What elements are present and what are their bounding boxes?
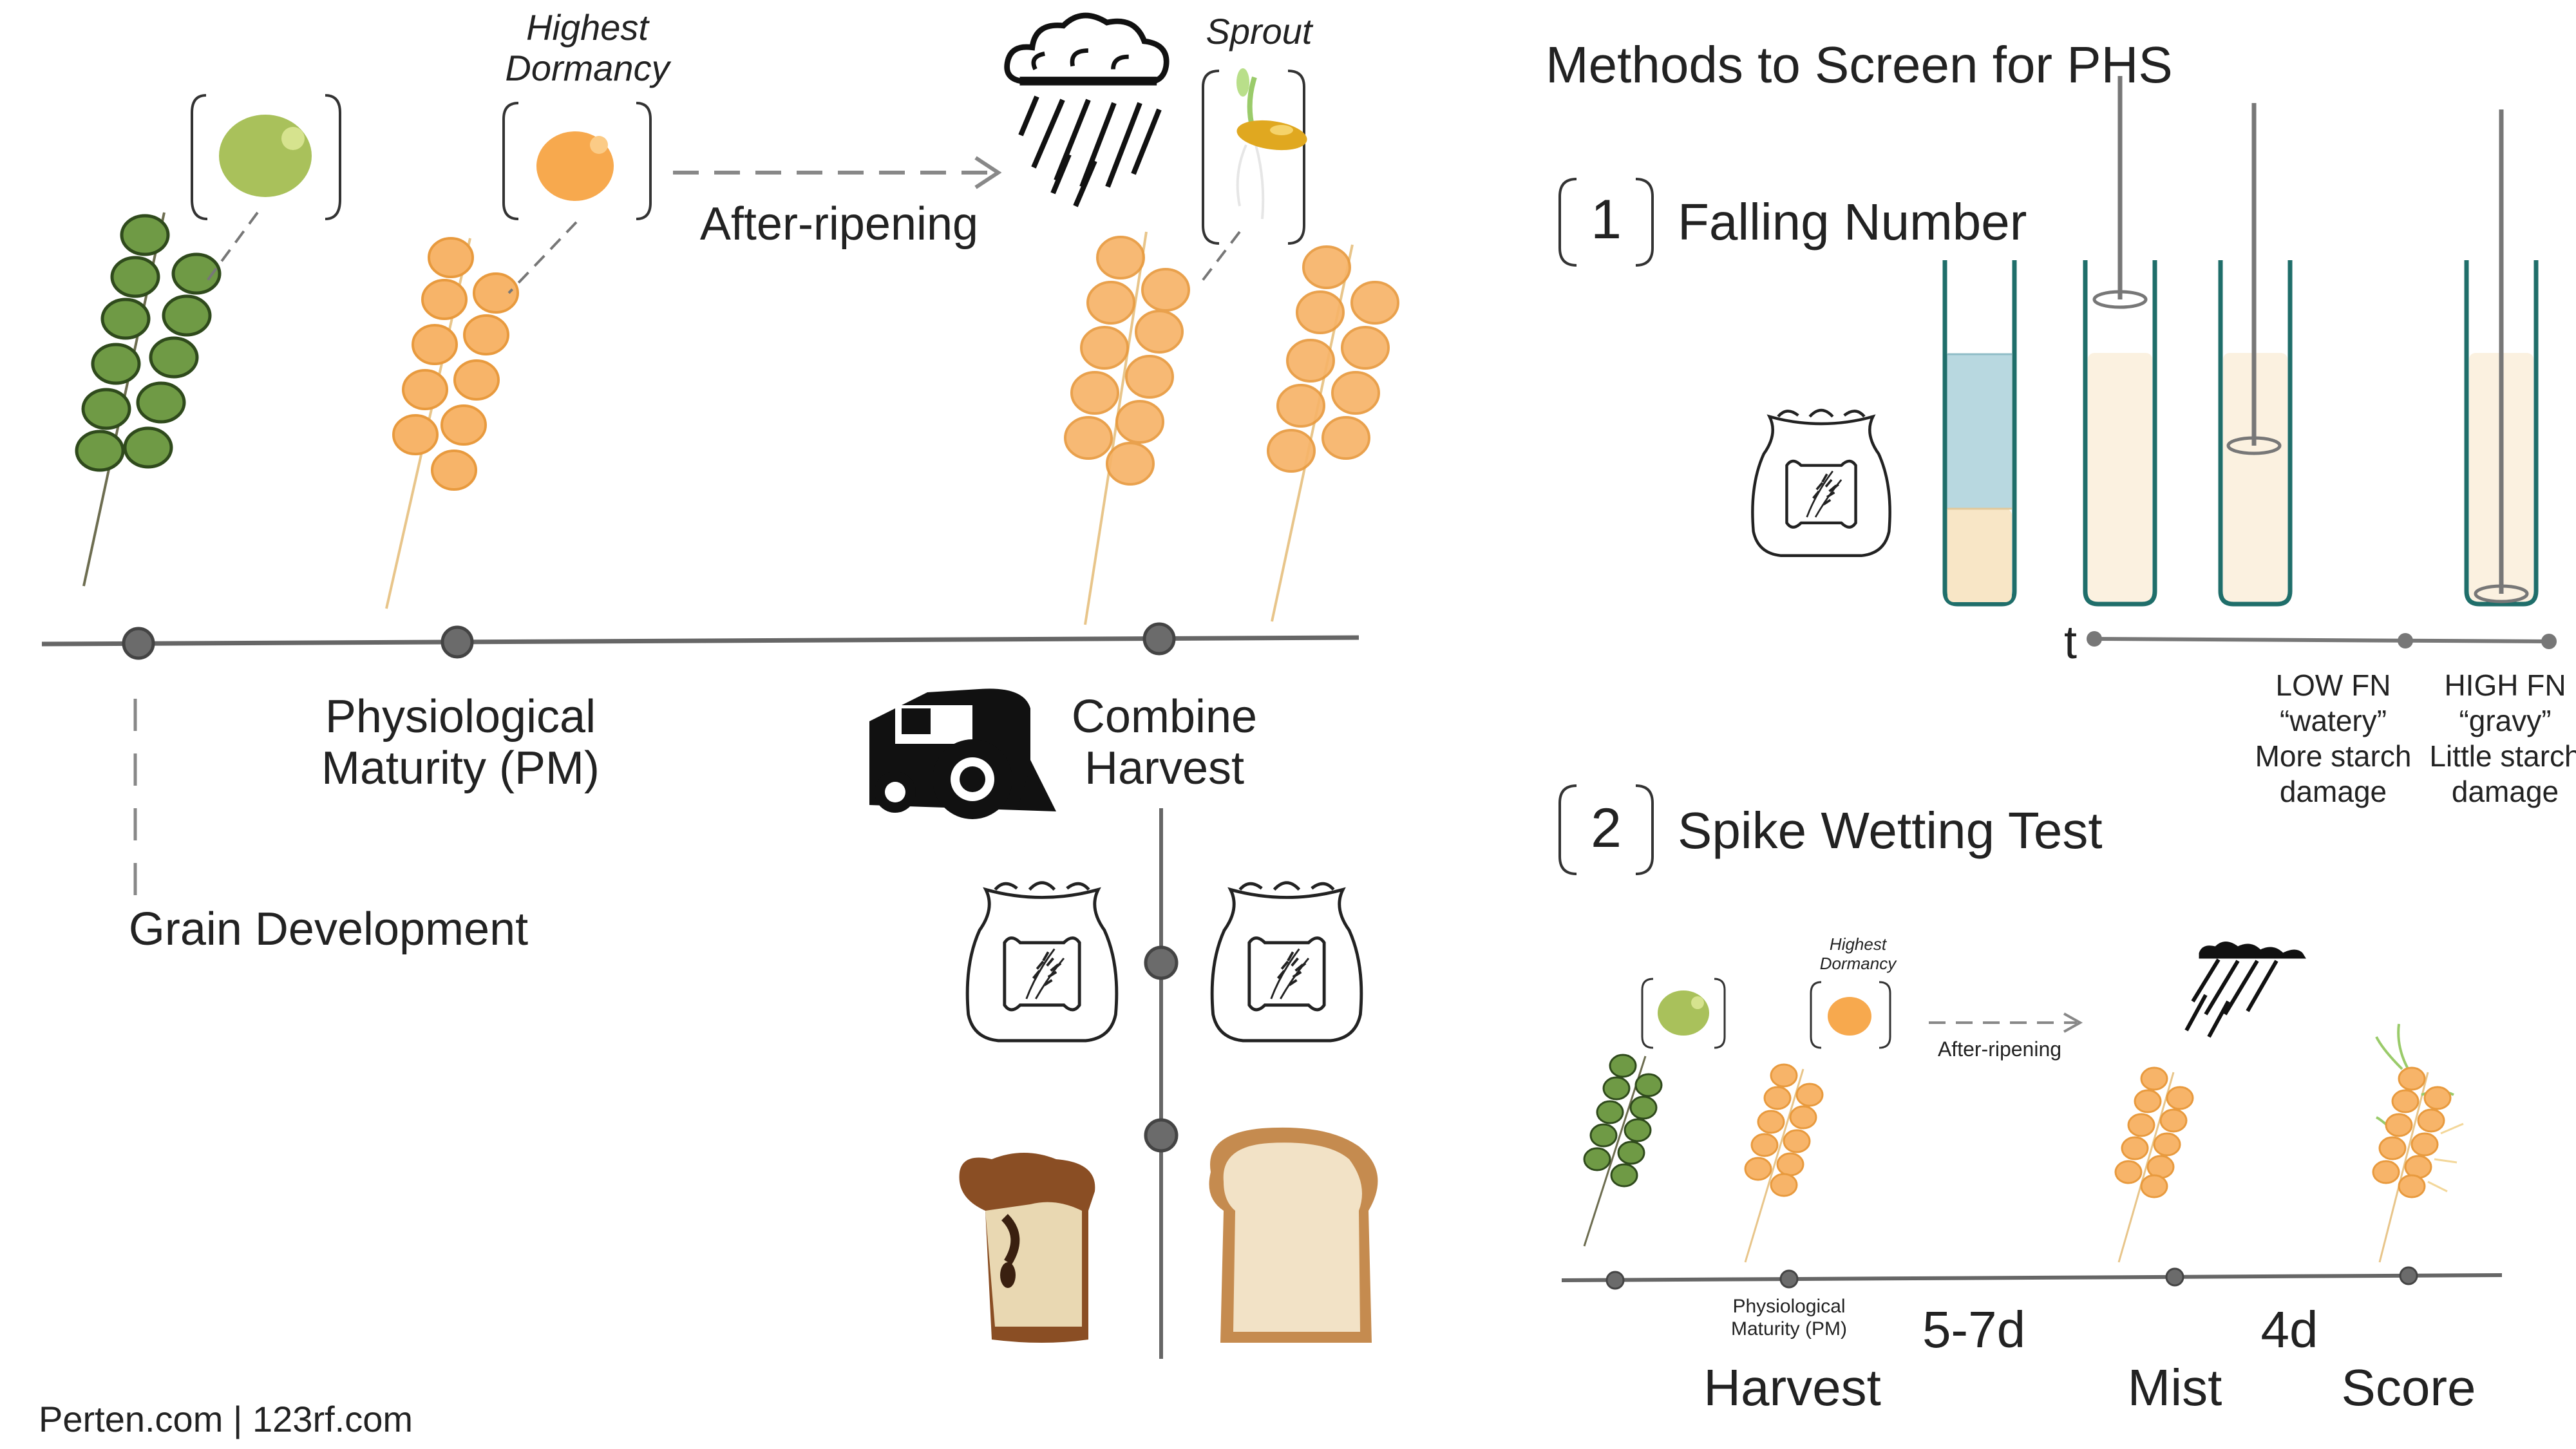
- t-axis-dot-high: [2541, 634, 2557, 649]
- harvest-dot-1: [1144, 945, 1179, 980]
- mini-storm-cloud-icon: [2184, 942, 2306, 1038]
- timeline-dot-grain-development: [122, 627, 155, 660]
- after-ripening-arrow: [673, 156, 1002, 189]
- after-ripening-label: After-ripening: [700, 198, 978, 250]
- mini-dot-1: [1605, 1271, 1625, 1290]
- mini-dot-harvest: [1779, 1269, 1799, 1289]
- main-timeline-panel: Highest Dormancy After-ripening: [39, 7, 1399, 1439]
- mini-after-ripening-arrow: [1929, 1012, 2083, 1033]
- high-fn-line3: Little starch: [2429, 739, 2576, 773]
- method-2-badge: 2: [1558, 784, 1654, 875]
- methods-title: Methods to Screen for PHS: [1546, 36, 2173, 93]
- mini-wheat-spike-icon-pm: [1744, 1063, 1824, 1263]
- mini-highest-dormancy-line1: Highest: [1830, 934, 1888, 954]
- falling-number-time-axis: [2094, 637, 2550, 643]
- physiological-maturity-line2: Maturity (PM): [321, 743, 600, 794]
- rain-icon: [1018, 95, 1162, 207]
- step-4d: 4d: [2261, 1301, 2318, 1358]
- highest-dormancy-label-line2: Dormancy: [505, 48, 671, 88]
- image-credit: Perten.com | 123rf.com: [39, 1399, 413, 1439]
- test-tube-icon-plunger-mid: [2218, 103, 2293, 607]
- mini-wheat-spike-icon-sprouted: [2372, 1023, 2464, 1263]
- physiological-maturity-line1: Physiological: [325, 691, 596, 743]
- mist-label: Mist: [2128, 1359, 2222, 1416]
- step-5-7d: 5-7d: [1922, 1301, 2025, 1358]
- storm-cloud-icon: [1007, 15, 1167, 207]
- grain-development-label: Grain Development: [129, 904, 528, 955]
- mini-after-ripening-label: After-ripening: [1938, 1037, 2061, 1061]
- combine-harvester-icon: [869, 688, 1056, 819]
- seed-icon-green: [191, 94, 341, 288]
- low-fn-line1: LOW FN: [2276, 668, 2391, 702]
- test-tube-icon-plunger-bottom: [2464, 109, 2539, 607]
- score-label: Score: [2342, 1359, 2476, 1416]
- main-timeline: [41, 635, 1359, 647]
- wheat-spike-icon-green: [75, 212, 222, 587]
- mini-dot-score: [2399, 1266, 2418, 1285]
- harvest-label: Harvest: [1703, 1359, 1881, 1416]
- bread-slice-icon-good: [1209, 1127, 1378, 1343]
- high-fn-line4: damage: [2452, 775, 2559, 808]
- bread-slice-icon-poor: [959, 1153, 1095, 1343]
- t-axis-dot-low: [2398, 633, 2413, 649]
- method-1-badge: 1: [1558, 178, 1654, 267]
- mini-wheat-spike-icon-green: [1583, 1054, 1663, 1247]
- combine-harvest-line2: Harvest: [1084, 743, 1244, 794]
- low-fn-line4: damage: [2280, 775, 2387, 808]
- mini-seed-icon-green: [1641, 978, 1726, 1049]
- wheat-spike-icon-harvest-2: [1267, 244, 1399, 622]
- sprout-label: Sprout: [1206, 11, 1314, 52]
- test-tube-icon-plunger-top: [2083, 76, 2157, 607]
- combine-harvest-line1: Combine: [1072, 691, 1257, 743]
- mini-highest-dormancy-line2: Dormancy: [1820, 954, 1897, 973]
- low-fn-line3: More starch: [2255, 739, 2412, 773]
- method-2-number: 2: [1591, 797, 1622, 859]
- high-fn-line2: “gravy”: [2459, 704, 2551, 737]
- t-axis-label: t: [2064, 617, 2077, 668]
- spike-wetting-timeline: [1561, 1273, 2503, 1282]
- mini-wheat-spike-icon-mist: [2114, 1066, 2194, 1263]
- mini-pm-line2: Maturity (PM): [1731, 1318, 1847, 1340]
- sprout-icon: [1197, 68, 1307, 288]
- method-1-number: 1: [1591, 189, 1622, 251]
- seed-icon-dormant: [502, 102, 652, 294]
- mini-seed-icon-dormant: [1810, 981, 1891, 1049]
- timeline-dot-combine-harvest: [1142, 622, 1176, 656]
- low-fn-line2: “watery”: [2280, 704, 2387, 737]
- mini-pm-line1: Physiological: [1732, 1296, 1845, 1317]
- method-1-label: Falling Number: [1678, 193, 2027, 251]
- wheat-spike-icon-pm: [385, 237, 519, 609]
- grain-sack-icon-right: [1212, 883, 1361, 1041]
- method-2-label: Spike Wetting Test: [1678, 802, 2103, 859]
- highest-dormancy-label-line1: Highest: [526, 7, 650, 48]
- grain-sack-icon-left: [967, 883, 1117, 1041]
- harvest-dot-2: [1144, 1118, 1179, 1153]
- test-tube-icon-mixed: [1942, 260, 2017, 607]
- high-fn-line1: HIGH FN: [2444, 668, 2566, 702]
- timeline-dot-physiological-maturity: [440, 625, 474, 659]
- mini-dot-mist: [2165, 1267, 2184, 1287]
- screening-methods-panel: Methods to Screen for PHS 1 Falling Numb…: [1546, 36, 2576, 1416]
- wheat-spike-icon-harvest-1: [1064, 231, 1190, 625]
- grain-sack-icon-falling-number: [1752, 410, 1889, 556]
- t-axis-dot-start: [2087, 631, 2102, 647]
